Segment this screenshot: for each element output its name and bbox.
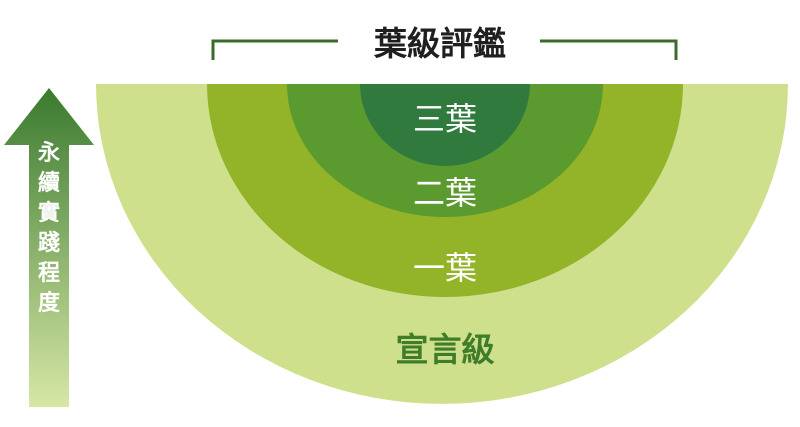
title-bracket: 葉級評鑑 bbox=[211, 24, 678, 63]
diagram-title: 葉級評鑑 bbox=[373, 24, 506, 63]
arrow-label-char: 踐 bbox=[38, 230, 60, 256]
level-two-leaf-label: 二葉 bbox=[413, 174, 477, 212]
arrow-label-char: 實 bbox=[38, 200, 60, 226]
level-declaration-label: 宣言級 bbox=[396, 330, 495, 369]
arrow-label: 永續實踐程度 bbox=[38, 140, 61, 316]
level-one-leaf-label: 一葉 bbox=[413, 249, 477, 287]
bracket-left-line bbox=[211, 39, 338, 60]
arrow-label-char: 永 bbox=[38, 140, 60, 166]
arrow-label-char: 續 bbox=[38, 170, 60, 196]
rating-levels: 三葉 二葉 一葉 宣言級 bbox=[96, 84, 788, 404]
level-three-leaf-band bbox=[360, 84, 530, 166]
bracket-right-line bbox=[540, 39, 678, 60]
up-arrow-icon bbox=[4, 88, 94, 407]
arrow-label-char: 程 bbox=[38, 260, 60, 286]
arrow-label-char: 度 bbox=[38, 290, 61, 316]
practice-degree-arrow: 永續實踐程度 bbox=[4, 88, 94, 407]
level-three-leaf-label: 三葉 bbox=[413, 100, 477, 138]
